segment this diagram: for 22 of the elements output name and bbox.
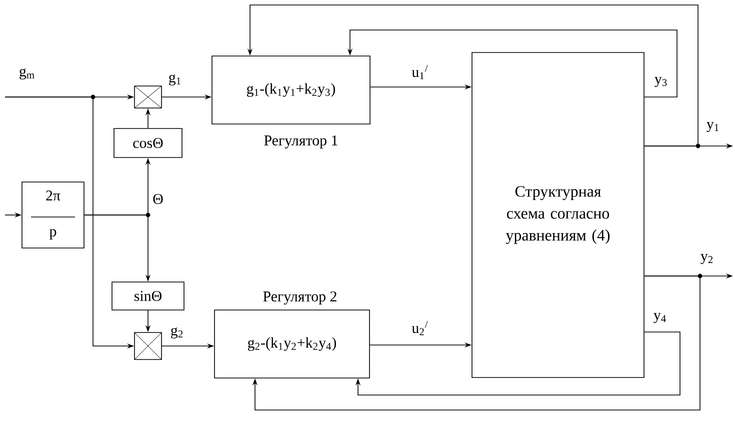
transfer-function-box: 2π p: [22, 182, 84, 248]
signal-label: y$_{1}$: [705, 120, 721, 134]
function-block: g$_{2}$-(k$_{1}$y$_{2}$+k$_{2}$y$_{4}$): [214, 310, 370, 378]
arrow: [252, 276, 700, 410]
block-caption: Регулятор 1: [264, 135, 338, 149]
signal-label: Θ: [152, 192, 164, 206]
signal-label: y$_{4}$: [652, 312, 668, 324]
function-box: sinΘ: [112, 282, 184, 310]
system-block: Структурная схема согласно уравнениям (4): [472, 52, 644, 378]
signal-label: u$_{1}$/: [410, 64, 430, 80]
signal-label: g$_{m}$: [18, 68, 36, 80]
function-block: g$_{1}$-(k$_{1}$y$_{1}$+k$_{2}$y$_{3}$): [212, 56, 370, 124]
multiplier-box: [134, 332, 162, 360]
arrow: [355, 332, 680, 396]
signal-label: y$_{2}$: [699, 252, 715, 266]
function-box: cosΘ: [114, 128, 182, 158]
signal-label: y$_{3}$: [653, 76, 669, 88]
signal-label: g$_{2}$: [169, 326, 185, 340]
signal-label: g$_{1}$: [167, 74, 183, 86]
signal-label: u$_{2}$/: [410, 320, 430, 336]
multiplier-box: [134, 86, 162, 108]
block-caption: Регулятор 2: [263, 291, 336, 305]
